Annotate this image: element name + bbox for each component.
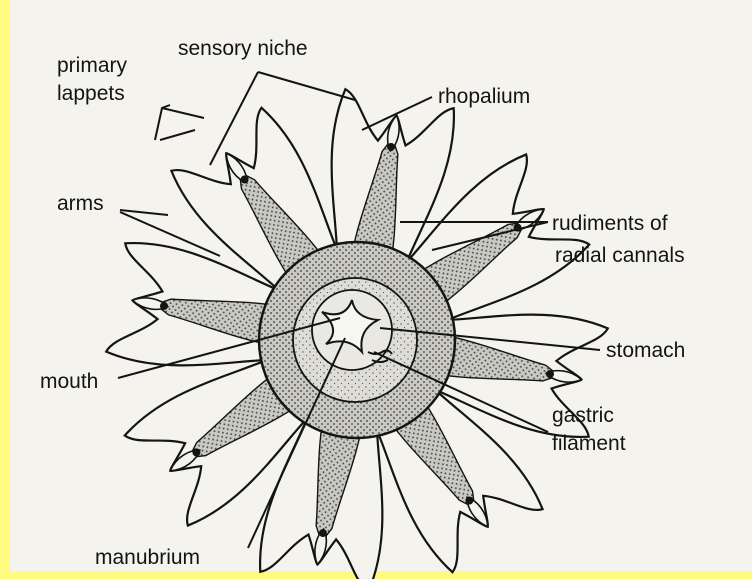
label-manubrium: manubrium xyxy=(95,546,200,569)
label-primary: primary xyxy=(57,54,128,77)
label-rudiments-of: rudiments of xyxy=(552,212,668,235)
leader-sensory-niche-2 xyxy=(258,72,355,100)
label-stomach: stomach xyxy=(606,339,685,362)
label-sensory-niche: sensory niche xyxy=(178,37,308,60)
label-gastric: gastric xyxy=(552,404,614,427)
label-rhopalium: rhopalium xyxy=(438,85,530,108)
label-mouth: mouth xyxy=(40,370,98,393)
label-filament: filament xyxy=(552,432,626,455)
label-radial-cannals: radial cannals xyxy=(555,244,685,267)
leader-lappets-c xyxy=(160,130,195,140)
label-arms: arms xyxy=(57,192,104,215)
leader-lappets-b xyxy=(162,108,204,118)
label-lappets: lappets xyxy=(57,82,125,105)
leader-sensory-niche xyxy=(210,72,258,165)
